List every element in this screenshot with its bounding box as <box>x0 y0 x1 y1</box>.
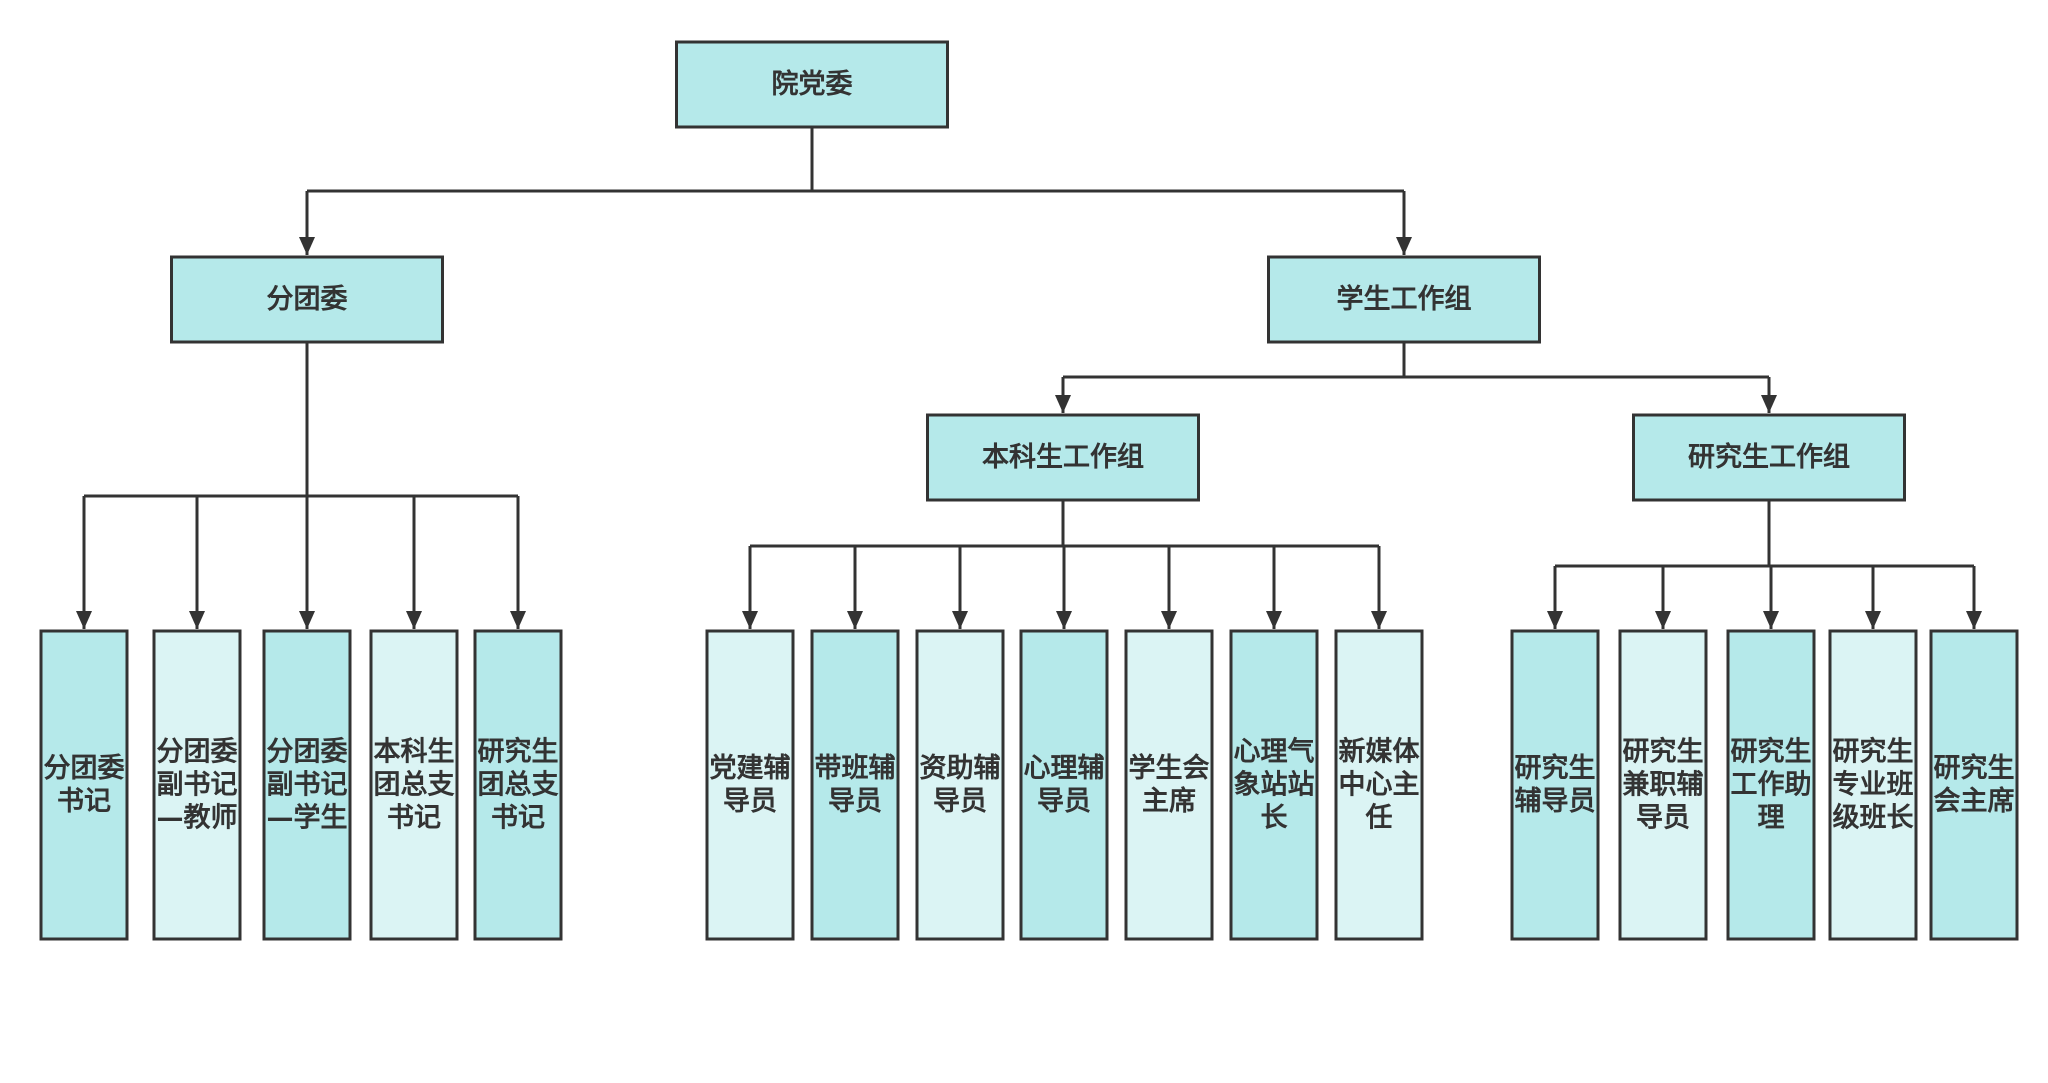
node-label: 分团委副书记—教师 <box>157 737 238 834</box>
node-label: 学生工作组 <box>1337 283 1472 315</box>
node-undergrad-child: 资助辅导员 <box>915 629 1005 941</box>
arrow-down-icon <box>1396 237 1412 255</box>
node-label: 研究生专业班级班长 <box>1833 736 1915 834</box>
arrow-down-icon <box>189 611 205 629</box>
node-grad-child: 研究生会主席 <box>1929 629 2019 941</box>
node-box <box>1618 629 1708 941</box>
node-label: 学生会主席 <box>1129 752 1210 817</box>
node-label: 心理辅导员 <box>1024 753 1105 817</box>
node-label: 分团委 <box>267 284 348 315</box>
arrow-down-icon <box>952 611 968 629</box>
node-box <box>1510 629 1600 941</box>
node-box <box>39 629 129 941</box>
arrow-down-icon <box>76 611 92 629</box>
node-undergrad-child: 心理气象站站长 <box>1229 629 1319 941</box>
arrow-down-icon <box>1055 395 1071 413</box>
node-grad: 研究生工作组 <box>1632 413 1906 502</box>
node-box <box>152 629 242 941</box>
arrow-down-icon <box>1865 611 1881 629</box>
node-label: 心理气象站站长 <box>1234 737 1315 834</box>
arrow-down-icon <box>1761 395 1777 413</box>
node-grad-child: 研究生专业班级班长 <box>1828 629 1918 941</box>
node-league-child: 分团委书记 <box>39 629 129 941</box>
node-league: 分团委 <box>170 255 444 344</box>
node-label: 研究生辅导员 <box>1515 752 1596 817</box>
node-box <box>1828 629 1918 941</box>
node-grad-child: 研究生工作助理 <box>1726 629 1816 941</box>
arrow-down-icon <box>1266 611 1282 629</box>
node-undergrad-child: 心理辅导员 <box>1019 629 1109 941</box>
arrow-down-icon <box>847 611 863 629</box>
node-label: 分团委书记 <box>44 753 125 817</box>
arrow-down-icon <box>1371 611 1387 629</box>
node-box <box>1229 629 1319 941</box>
node-box <box>1632 413 1906 502</box>
node-root: 院党委 <box>675 40 949 129</box>
arrow-down-icon <box>742 611 758 629</box>
node-box <box>1929 629 2019 941</box>
node-league-child: 分团委副书记—学生 <box>262 629 352 941</box>
connector-lines <box>76 127 1982 629</box>
node-box <box>810 629 900 941</box>
node-undergrad-child: 党建辅导员 <box>705 629 795 941</box>
arrow-down-icon <box>1655 611 1671 629</box>
node-league-child: 分团委副书记—教师 <box>152 629 242 941</box>
arrow-down-icon <box>510 611 526 629</box>
node-label: 本科生团总支书记 <box>374 737 455 834</box>
node-undergrad: 本科生工作组 <box>926 413 1200 502</box>
node-label: 研究生兼职辅导员 <box>1623 736 1704 834</box>
node-label: 资助辅导员 <box>920 753 1001 817</box>
node-label: 研究生工作组 <box>1688 441 1850 473</box>
node-student-work: 学生工作组 <box>1267 255 1541 344</box>
node-label: 党建辅导员 <box>710 753 791 817</box>
node-undergrad-child: 学生会主席 <box>1124 629 1214 941</box>
node-label: 本科生工作组 <box>982 441 1144 473</box>
node-grad-child: 研究生辅导员 <box>1510 629 1600 941</box>
node-box <box>1726 629 1816 941</box>
arrow-down-icon <box>299 237 315 255</box>
node-box <box>926 413 1200 502</box>
node-label: 新媒体中心主任 <box>1339 736 1421 834</box>
node-box <box>170 255 444 344</box>
node-box <box>369 629 459 941</box>
node-box <box>473 629 563 941</box>
node-label: 院党委 <box>772 68 853 100</box>
node-league-child: 研究生团总支书记 <box>473 629 563 941</box>
node-box <box>915 629 1005 941</box>
arrow-down-icon <box>406 611 422 629</box>
node-label: 带班辅导员 <box>815 753 896 817</box>
node-label: 研究生会主席 <box>1934 752 2015 817</box>
node-box <box>262 629 352 941</box>
node-league-child: 本科生团总支书记 <box>369 629 459 941</box>
arrow-down-icon <box>1763 611 1779 629</box>
node-undergrad-child: 带班辅导员 <box>810 629 900 941</box>
node-box <box>1019 629 1109 941</box>
arrow-down-icon <box>1056 611 1072 629</box>
node-box <box>1267 255 1541 344</box>
node-box <box>1334 629 1424 941</box>
arrow-down-icon <box>299 611 315 629</box>
node-label: 分团委副书记—学生 <box>267 737 348 834</box>
node-label: 研究生工作助理 <box>1731 736 1812 834</box>
node-box <box>1124 629 1214 941</box>
node-box <box>705 629 795 941</box>
node-box <box>675 40 949 129</box>
node-label: 研究生团总支书记 <box>478 736 559 834</box>
node-undergrad-child: 新媒体中心主任 <box>1334 629 1424 941</box>
node-grad-child: 研究生兼职辅导员 <box>1618 629 1708 941</box>
arrow-down-icon <box>1547 611 1563 629</box>
arrow-down-icon <box>1161 611 1177 629</box>
arrow-down-icon <box>1966 611 1982 629</box>
